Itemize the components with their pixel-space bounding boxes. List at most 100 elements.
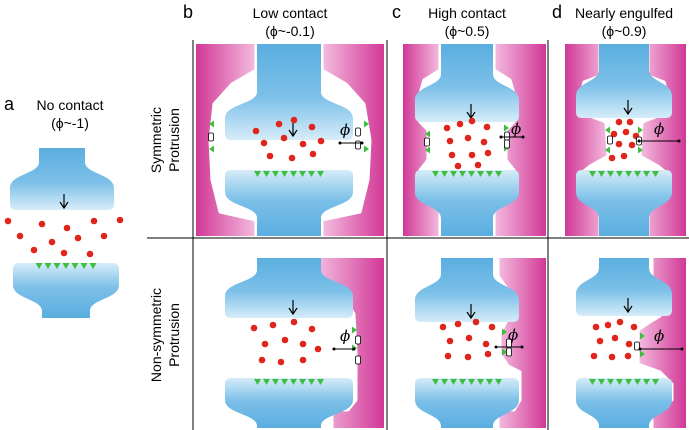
- vesicle: [604, 321, 612, 329]
- vesicle: [317, 137, 325, 145]
- vesicle: [269, 321, 277, 329]
- vesicle: [290, 116, 298, 124]
- vesicle: [615, 140, 623, 148]
- postsynaptic-bouton: [576, 170, 672, 236]
- phi-end: [332, 347, 336, 351]
- receptor: [652, 379, 659, 385]
- vesicle: [464, 134, 472, 142]
- presynaptic-bouton: [576, 258, 672, 316]
- vesicle: [116, 216, 124, 224]
- side-receptor: [352, 326, 357, 334]
- vesicle: [610, 130, 618, 138]
- vesicle: [624, 352, 632, 360]
- vesicle: [454, 320, 462, 328]
- vesicle: [275, 120, 283, 128]
- vesicle: [280, 134, 288, 142]
- vesicle: [277, 358, 285, 366]
- vesicle: [308, 325, 316, 333]
- panel-b-top: ϕ: [196, 44, 384, 236]
- postsynaptic-bouton: [225, 170, 353, 236]
- transporter: [424, 137, 430, 147]
- panel-c-top: ϕ: [403, 44, 546, 236]
- postsynaptic-bouton: [225, 378, 353, 428]
- phi-label: ϕ: [511, 120, 521, 138]
- panel-d-top: ϕ: [565, 44, 686, 236]
- vesicle: [30, 246, 38, 254]
- receptor: [263, 379, 270, 385]
- presynaptic-bouton: [415, 44, 519, 122]
- vesicle: [625, 340, 633, 348]
- svg-text:Symmetric: Symmetric: [148, 107, 164, 173]
- vesicle: [261, 340, 269, 348]
- svg-text:Protrusion: Protrusion: [166, 108, 182, 172]
- transporter: [208, 132, 214, 142]
- vesicle: [299, 140, 307, 148]
- glia-right: [640, 44, 686, 236]
- receptor: [71, 263, 79, 269]
- vesicle: [446, 337, 454, 345]
- receptor: [254, 379, 261, 385]
- panel-a-title: No contact: [37, 97, 104, 113]
- vesicle: [444, 352, 452, 360]
- receptor: [35, 263, 43, 269]
- phi-end: [494, 345, 498, 349]
- receptor: [53, 263, 61, 269]
- receptor: [634, 379, 641, 385]
- glia-left: [196, 44, 256, 236]
- transporter: [504, 139, 510, 149]
- receptor: [652, 171, 659, 177]
- transporter: [504, 131, 510, 141]
- vesicle: [608, 154, 616, 162]
- vesicle: [454, 162, 462, 170]
- phi-end: [677, 139, 681, 143]
- receptor: [607, 379, 614, 385]
- receptor: [459, 379, 466, 385]
- phi-label: ϕ: [654, 120, 664, 138]
- side-receptor: [364, 145, 369, 153]
- vesicle: [622, 128, 630, 136]
- postsynaptic-bouton: [576, 378, 672, 428]
- vesicle: [596, 337, 604, 345]
- vesicle: [472, 318, 480, 326]
- receptor: [495, 171, 502, 177]
- vesicle: [620, 152, 628, 160]
- receptor: [254, 171, 261, 177]
- transporter: [355, 355, 361, 365]
- phi-end: [499, 135, 503, 139]
- side-receptor: [638, 126, 643, 134]
- vesicle: [299, 356, 307, 364]
- panel-d-title: Nearly engulfed: [575, 5, 673, 21]
- transporter: [634, 341, 640, 351]
- panel-letter-d: d: [552, 2, 562, 22]
- vesicle: [288, 154, 296, 162]
- vesicle: [480, 138, 488, 146]
- glia-left: [565, 44, 608, 236]
- receptor: [441, 171, 448, 177]
- vesicle: [90, 217, 98, 225]
- side-receptor: [209, 145, 214, 153]
- vesicle: [474, 161, 482, 169]
- phi-end: [637, 139, 641, 143]
- panel-letter-c: c: [392, 2, 401, 22]
- vesicle: [38, 220, 46, 228]
- vesicle: [468, 151, 476, 159]
- vesicle: [4, 217, 12, 225]
- vesicle: [592, 323, 600, 331]
- receptor: [486, 171, 493, 177]
- panel-b-bottom: ϕ: [225, 258, 384, 428]
- receptor: [450, 379, 457, 385]
- release-arrowhead: [288, 129, 298, 138]
- presynaptic-bouton: [415, 258, 519, 322]
- receptor: [495, 379, 502, 385]
- receptor: [589, 171, 596, 177]
- presynaptic-bouton: [10, 148, 114, 210]
- panel-a-phi: (ϕ~-1): [51, 115, 89, 131]
- side-receptor: [640, 350, 645, 358]
- vesicle: [308, 123, 316, 131]
- receptor: [80, 263, 88, 269]
- vesicle: [443, 124, 451, 132]
- receptor: [89, 263, 97, 269]
- vesicle: [60, 249, 68, 257]
- transporter: [607, 135, 613, 145]
- phi-end: [520, 345, 524, 349]
